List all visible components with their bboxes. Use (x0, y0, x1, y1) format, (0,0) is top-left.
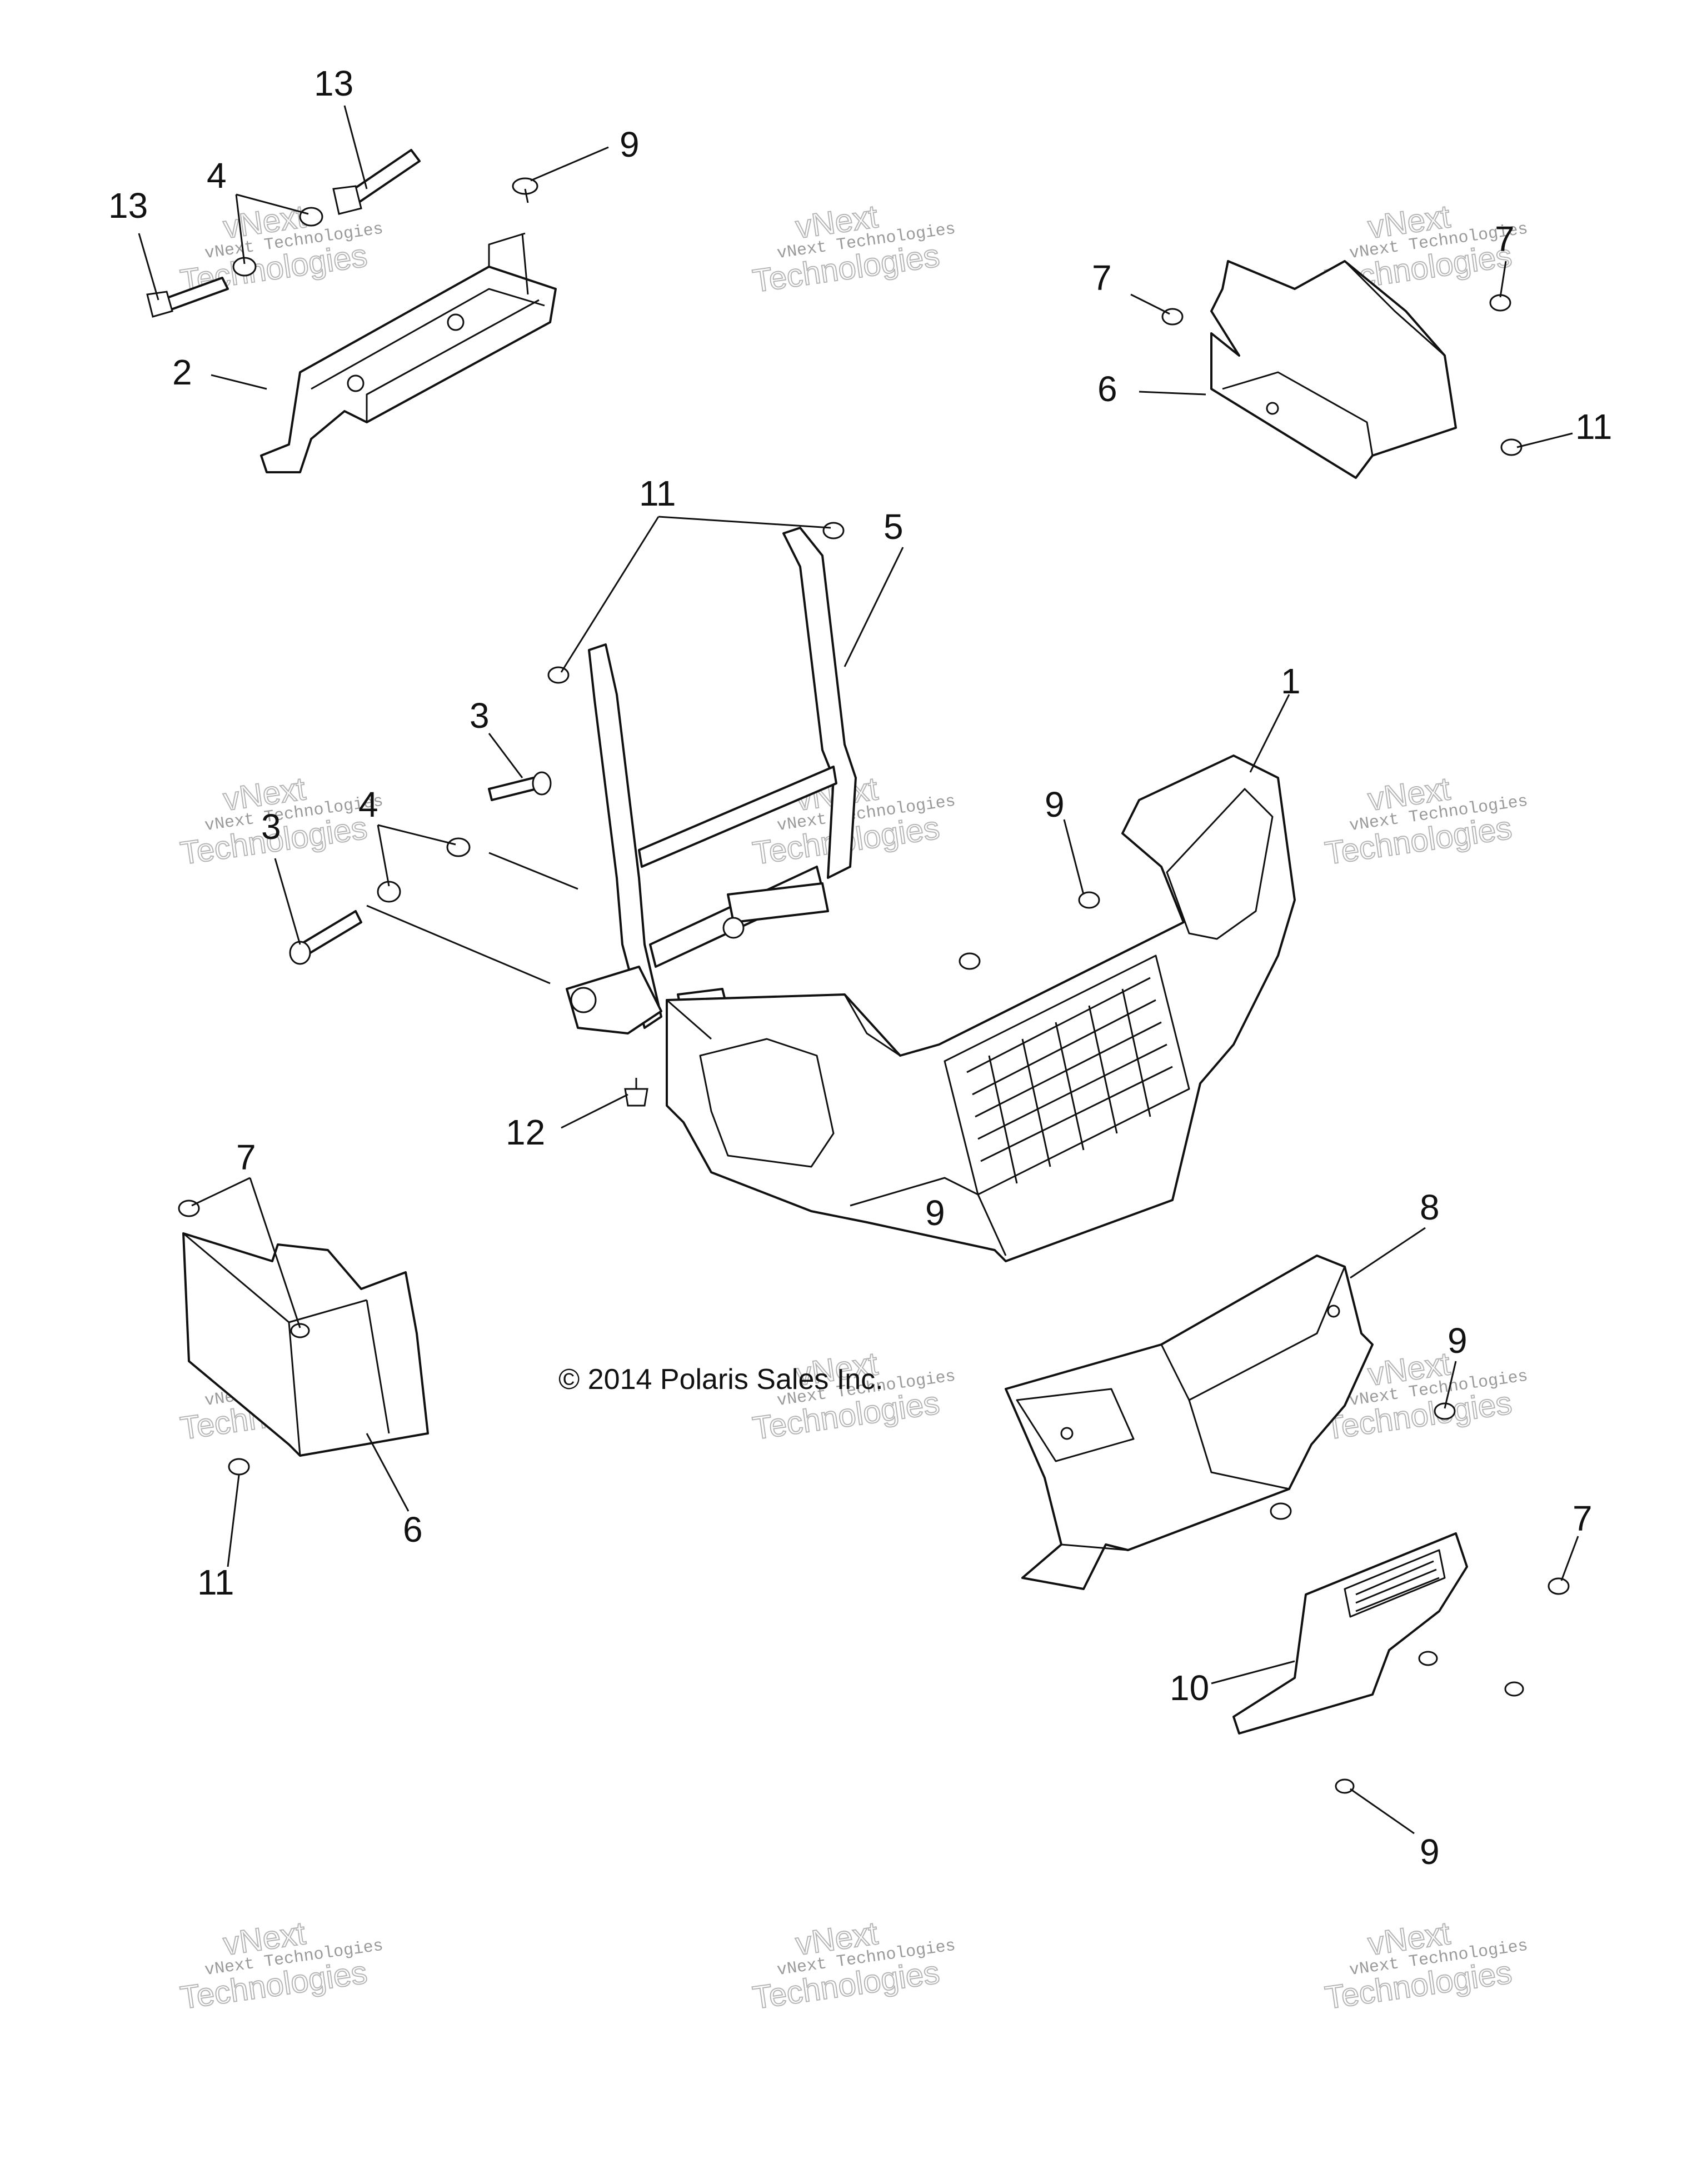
watermark: vNext vNext Technologies Technologies (178, 1915, 385, 2017)
callout-1: 1 (1281, 661, 1301, 701)
screw-11-top-right (1500, 438, 1523, 456)
callout-4-mid: 4 (358, 784, 378, 824)
part-8-lower-bumper (1005, 1255, 1374, 1590)
part-5-frame (566, 527, 857, 1034)
leader-lines (138, 105, 1579, 1835)
callout-6-top: 6 (1097, 369, 1117, 409)
watermark: vNext vNext Technologies Technologies (750, 1915, 957, 2017)
callout-7-top-left: 7 (1092, 258, 1112, 298)
nut-4-top (232, 207, 323, 277)
bolt-13-top (332, 149, 421, 215)
callout-8: 8 (1420, 1187, 1440, 1227)
screw-7-top-right (1489, 294, 1511, 312)
callout-9-top: 9 (620, 124, 640, 164)
callout-7-top-right: 7 (1495, 219, 1515, 259)
watermark: vNext vNext Technologies Technologies (1322, 770, 1529, 872)
callout-13-top: 13 (314, 63, 353, 103)
callout-3-upper: 3 (470, 696, 490, 736)
nut-4-mid (377, 837, 471, 903)
callout-7-left: 7 (236, 1137, 256, 1177)
fastener-12 (624, 1078, 648, 1107)
watermark: vNext vNext Technologies Technologies (750, 198, 957, 300)
copyright-notice: © 2014 Polaris Sales Inc. (558, 1363, 884, 1396)
callout-9-fascia: 9 (1045, 784, 1065, 824)
part-6-panel-top-right (1210, 260, 1457, 479)
callout-10: 10 (1170, 1668, 1209, 1708)
part-6-panel-left (182, 1232, 429, 1457)
screw-9-fascia (959, 891, 1100, 970)
callout-13-left: 13 (108, 186, 148, 226)
screw-9-top (512, 177, 538, 203)
callout-9-fascia-low: 9 (925, 1193, 945, 1233)
callout-9-skid: 9 (1420, 1832, 1440, 1872)
screw-7-left (178, 1200, 310, 1338)
callout-6-left: 6 (403, 1510, 423, 1550)
screw-11-left (228, 1458, 250, 1476)
callout-2: 2 (172, 352, 192, 392)
callout-3-lower: 3 (261, 807, 281, 847)
callout-labels: 13 13 4 9 2 7 7 6 11 11 5 1 3 3 4 9 12 7… (108, 63, 1612, 1872)
screw-9-bumper (1270, 1402, 1456, 1520)
callout-7-skid: 7 (1573, 1498, 1593, 1538)
part-2-bracket (260, 232, 557, 473)
callout-11-top-right: 11 (1575, 407, 1612, 447)
callout-4-top: 4 (207, 156, 227, 196)
watermark: vNext vNext Technologies Technologies (1322, 1915, 1529, 2017)
callout-11-frame: 11 (639, 473, 676, 513)
part-10-skid-plate (1232, 1532, 1468, 1735)
callout-12: 12 (506, 1112, 545, 1152)
screw-9-skid (1335, 1651, 1524, 1794)
bolt-3-lower (289, 910, 362, 965)
part-1-fascia (666, 754, 1296, 1262)
callout-9-bumper: 9 (1448, 1321, 1468, 1361)
screw-11-frame (547, 522, 845, 684)
bolt-3-upper (488, 771, 552, 801)
callout-5: 5 (884, 507, 904, 547)
screw-7-skid (1548, 1577, 1570, 1595)
bolt-13-left (146, 277, 229, 318)
callout-11-left: 11 (197, 1562, 234, 1602)
